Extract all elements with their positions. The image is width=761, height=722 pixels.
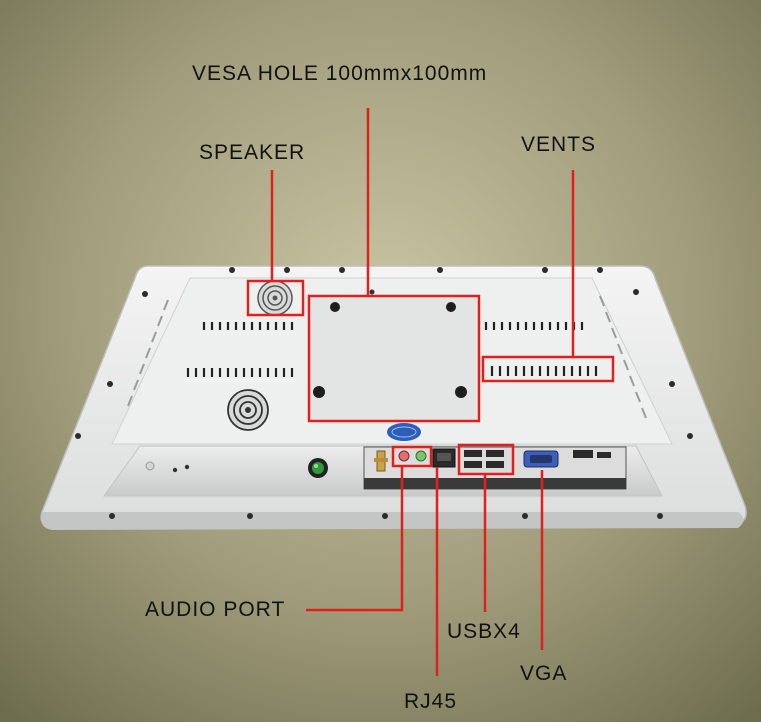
right-side-ribs bbox=[599, 295, 647, 419]
speaker-grille-bottom bbox=[227, 389, 269, 431]
brand-badge bbox=[387, 423, 421, 441]
rj45-port bbox=[432, 448, 456, 468]
io-left-details bbox=[145, 461, 190, 473]
vesa-callout-box bbox=[307, 294, 481, 423]
audio-callout-box bbox=[391, 445, 433, 468]
left-side-ribs bbox=[127, 299, 169, 407]
vga-port bbox=[523, 450, 559, 468]
rj45-label: RJ45 bbox=[404, 690, 458, 713]
power-led bbox=[308, 458, 328, 478]
device-bottom-bevel bbox=[41, 512, 744, 530]
usb-ports bbox=[464, 450, 504, 468]
speaker-label: SPEAKER bbox=[199, 141, 306, 164]
callout-lines bbox=[270, 108, 575, 676]
callout-boxes bbox=[246, 279, 615, 476]
speaker-grille-top bbox=[257, 280, 293, 316]
vesa-screws bbox=[313, 289, 467, 398]
hdmi-dc-ports bbox=[573, 450, 611, 458]
io-port-shadow bbox=[364, 478, 626, 489]
vents-label: VENTS bbox=[521, 133, 597, 156]
antenna-connector bbox=[374, 450, 388, 472]
vesa-hole-label: VESA HOLE 100mmx100mm bbox=[192, 62, 488, 85]
usb-label: USBX4 bbox=[447, 620, 521, 643]
audio-jacks bbox=[398, 450, 427, 462]
audio-callout-line bbox=[306, 466, 404, 612]
audio-port-label: AUDIO PORT bbox=[145, 598, 286, 621]
rim-screws bbox=[75, 267, 693, 519]
speaker-callout-box bbox=[246, 279, 305, 317]
vesa-plate bbox=[310, 297, 480, 421]
vents-callout-box bbox=[481, 355, 615, 383]
vga-label: VGA bbox=[520, 662, 568, 685]
